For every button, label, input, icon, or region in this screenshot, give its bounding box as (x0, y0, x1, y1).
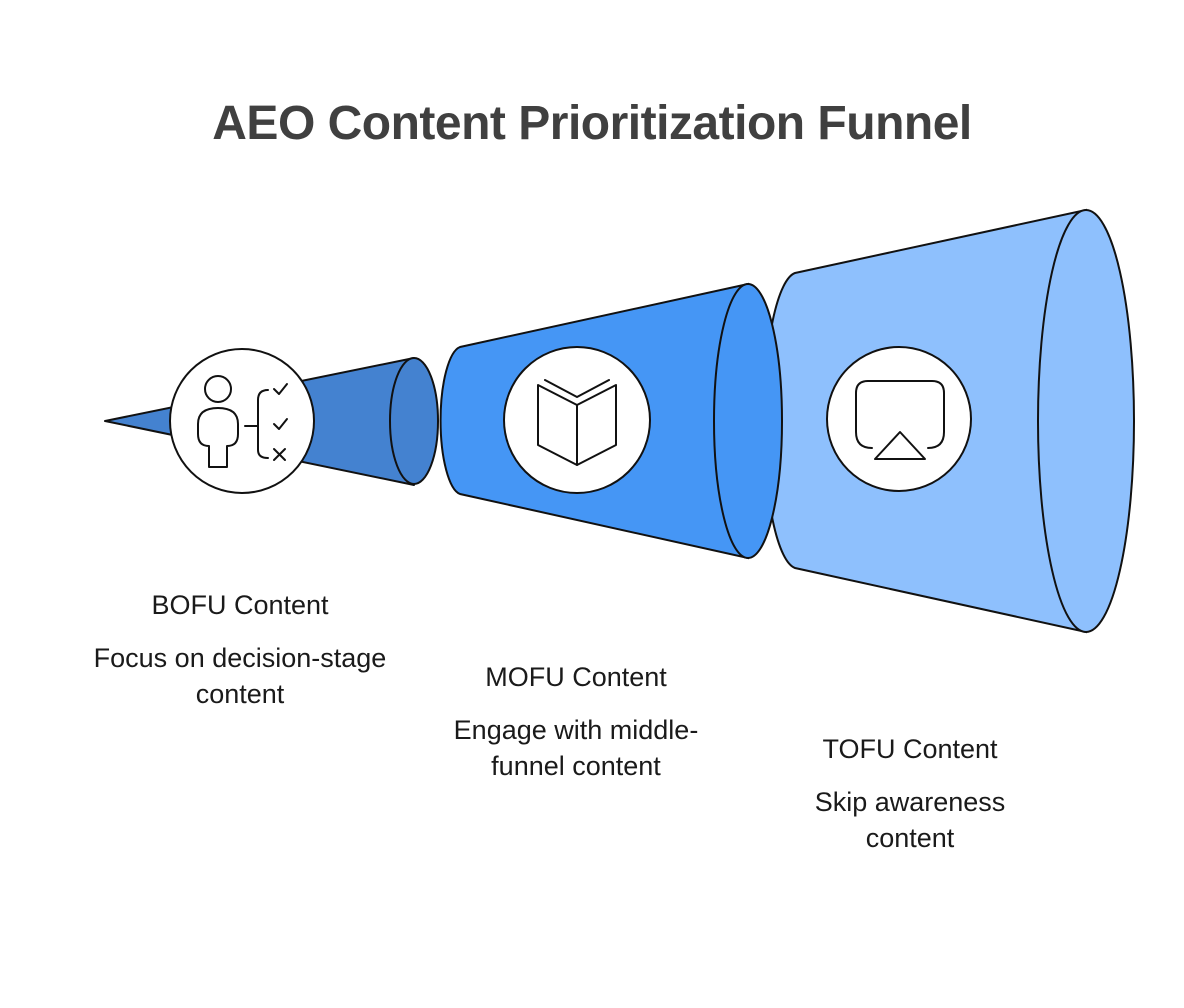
airplay-screen-icon (826, 346, 972, 492)
mofu-label: MOFU Content Engage with middle-funnel c… (420, 660, 732, 784)
person-decision-checklist-icon (169, 348, 315, 494)
mofu-heading: MOFU Content (485, 662, 667, 692)
tofu-label: TOFU Content Skip awareness content (770, 732, 1050, 856)
bofu-heading: BOFU Content (151, 590, 329, 620)
tofu-description: Skip awareness content (814, 787, 1006, 853)
bofu-description: Focus on decision-stage content (93, 643, 387, 709)
bofu-cone-rim (389, 357, 439, 485)
bofu-label: BOFU Content Focus on decision-stage con… (90, 588, 390, 712)
open-book-icon (503, 346, 651, 494)
mofu-cone-rim (713, 283, 783, 559)
mofu-description: Engage with middle-funnel content (453, 715, 699, 781)
tofu-heading: TOFU Content (822, 734, 998, 764)
tofu-cone-rim (1037, 209, 1135, 633)
diagram-title: AEO Content Prioritization Funnel (212, 97, 972, 150)
